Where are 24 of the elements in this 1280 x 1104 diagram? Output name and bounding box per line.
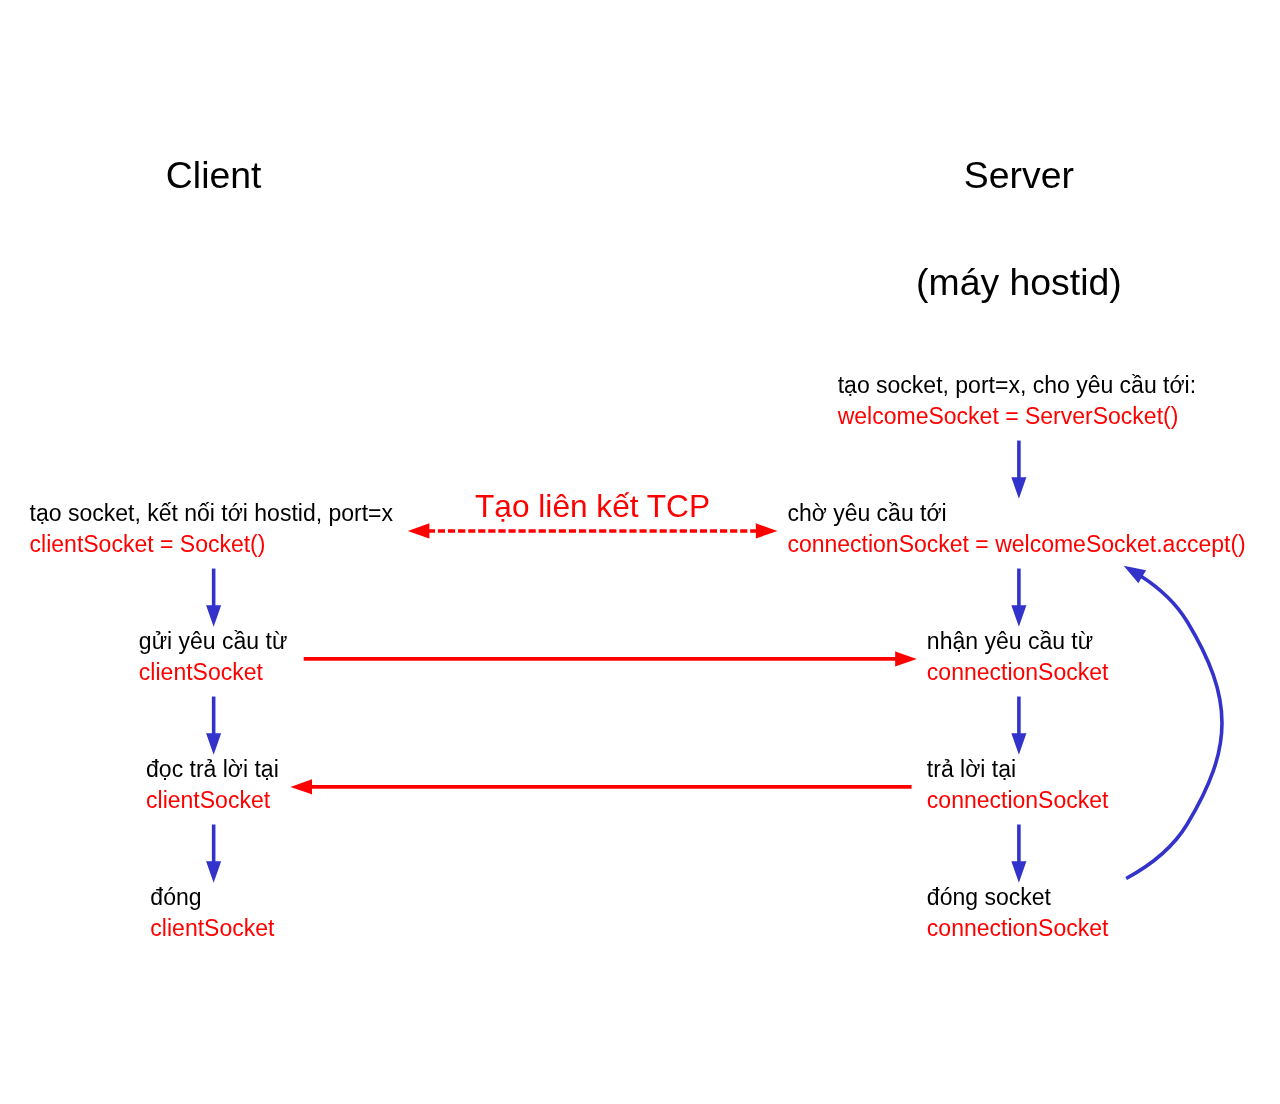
arrow — [206, 568, 222, 627]
arrow — [1011, 696, 1027, 755]
node-text: đọc trả lời tại clientSocket — [146, 755, 279, 813]
node-text: gửi yêu cầu từ clientSocket — [138, 627, 288, 685]
arrow — [1123, 565, 1224, 880]
node-text: chờ yêu cầu tới connectionSocket = welcomeSocket.accept() — [787, 499, 1246, 557]
arrow — [1011, 440, 1027, 499]
node-text: tạo socket, port=x, cho yêu cầu tới: welcomeSocket = ServerSocket() — [837, 371, 1197, 429]
node-text: trả lời tại connectionSocket — [926, 755, 1109, 813]
arrow — [206, 696, 222, 755]
arrow — [1011, 824, 1027, 883]
node-text: đóng socket connectionSocket — [926, 883, 1109, 941]
arrow — [290, 778, 912, 794]
node-text: đóng clientSocket — [150, 883, 275, 941]
node-text: tạo socket, kết nối tới hostid, port=x clientSocket = Socket() — [29, 499, 394, 557]
label: Server — [963, 153, 1074, 196]
edge-label: Tạo liên kết TCP — [475, 487, 711, 524]
arrow — [407, 522, 778, 538]
node-text: nhận yêu cầu từ connectionSocket — [926, 627, 1109, 685]
label: (máy hostid) — [916, 260, 1122, 303]
arrow — [206, 824, 222, 883]
arrow — [303, 650, 917, 666]
arrow — [1011, 568, 1027, 627]
label: Client — [165, 153, 262, 196]
